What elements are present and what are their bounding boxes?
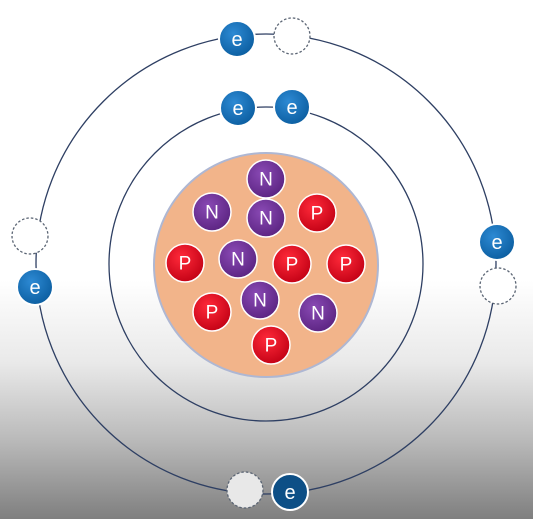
- empty-electron-slot: [226, 471, 264, 509]
- electron-label: e: [284, 482, 295, 504]
- proton: P: [251, 325, 291, 365]
- proton-label: P: [206, 303, 219, 324]
- electron: e: [273, 88, 311, 126]
- neutron: N: [246, 198, 286, 238]
- proton-label: P: [340, 255, 353, 276]
- proton-label: P: [311, 204, 324, 225]
- proton-label: P: [286, 255, 299, 276]
- neutron-label: N: [259, 170, 273, 191]
- inner-shell: [108, 106, 424, 422]
- neutron: N: [240, 280, 280, 320]
- neutron-label: N: [205, 203, 219, 224]
- electron-label: e: [491, 232, 502, 254]
- electron: e: [271, 473, 309, 511]
- electron: e: [219, 89, 257, 127]
- electron: e: [218, 20, 256, 58]
- proton-label: P: [265, 336, 278, 357]
- neutron: N: [298, 293, 338, 333]
- empty-electron-slot: [273, 17, 311, 55]
- proton: P: [192, 292, 232, 332]
- proton: P: [326, 244, 366, 284]
- electron-label: e: [29, 277, 40, 299]
- neutron-label: N: [231, 250, 245, 271]
- empty-electron-slot: [11, 217, 49, 255]
- proton: P: [165, 243, 205, 283]
- proton-label: P: [179, 254, 192, 275]
- electron-label: e: [231, 29, 242, 51]
- neutron-label: N: [311, 304, 325, 325]
- empty-electron-slot: [479, 267, 517, 305]
- neutron: N: [192, 192, 232, 232]
- neutron-label: N: [259, 209, 273, 230]
- proton: P: [272, 244, 312, 284]
- neutron-label: N: [253, 291, 267, 312]
- electron-label: e: [286, 97, 297, 119]
- neutron: N: [246, 159, 286, 199]
- electron: e: [16, 268, 54, 306]
- neutron: N: [218, 239, 258, 279]
- electron-label: e: [232, 98, 243, 120]
- electron: e: [478, 223, 516, 261]
- outer-shell: [35, 33, 497, 495]
- proton: P: [297, 193, 337, 233]
